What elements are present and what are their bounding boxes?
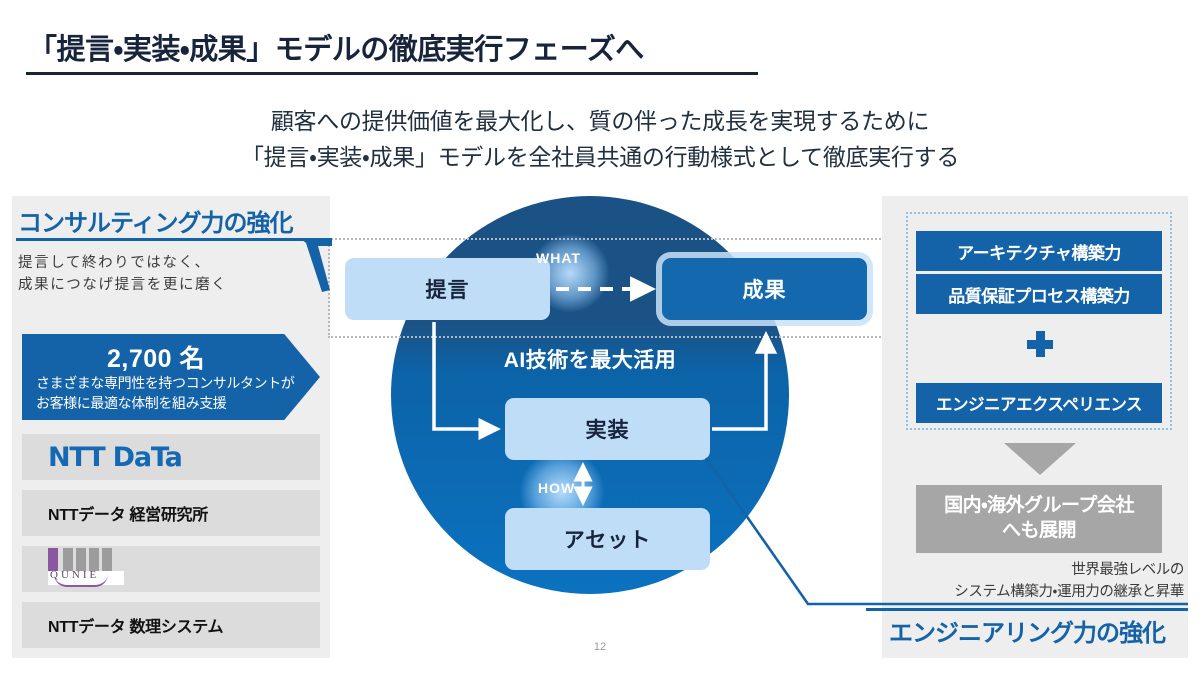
deploy-line-2: へも展開 [1001, 520, 1077, 541]
qunie-bar-4 [89, 548, 99, 582]
node-teigen[interactable]: 提言 [345, 258, 550, 320]
logo-row-keiei-kenkyujo: NTTデータ 経営研究所 [22, 490, 320, 536]
keyword-how: HOW [538, 480, 576, 496]
banner-desc-line-1: さまざまな専門性を持つコンサルタントが [36, 375, 295, 391]
left-panel-heading: コンサルティング力の強化 [18, 210, 294, 237]
page-title: 「提言・実装・成果」モデルの徹底実行フェーズへ [28, 34, 644, 66]
right-panel-note: 世界最強レベルの システム構築力・運用力の継承と昇華 [888, 560, 1190, 604]
ai-usage-label: AI技術を最大活用 [503, 349, 677, 372]
logo-label-keiei-kenkyujo: NTTデータ 経営研究所 [48, 507, 208, 524]
logo-row-suuri-system: NTTデータ 数理システム [22, 602, 320, 648]
right-panel-heading: エンジニアリング力の強化 [889, 620, 1166, 647]
capability-engineer-experience: エンジニアエクスペリエンス [916, 383, 1162, 423]
banner-desc-line-2: お客様に最適な体制を組み支援 [36, 394, 227, 411]
title-underline [26, 72, 758, 75]
right-heading-underline [866, 608, 1188, 611]
qunie-logo: QUNIE [48, 548, 124, 589]
logo-label-suuri-system: NTTデータ 数理システム [48, 619, 224, 636]
qunie-bar-5 [102, 548, 112, 582]
nttdata-wordmark-logo: NTT DaTa [48, 441, 183, 473]
subtitle-line-2: 「提言・実装・成果」モデルを全社員共通の行動様式として徹底実行する [240, 143, 960, 170]
capability-quality-assurance: 品質保証プロセス構築力 [916, 274, 1162, 314]
plus-icon [1027, 331, 1053, 357]
node-asset[interactable]: アセット [505, 508, 710, 570]
left-heading-underline [16, 238, 328, 241]
consultant-count-banner: 2,700 名 さまざまな専門性を持つコンサルタントが お客様に最適な体制を組み… [22, 334, 320, 420]
banner-arrow-shape [22, 334, 320, 420]
group-deployment-box: 国内・海外グループ会社 へも展開 [916, 485, 1162, 553]
qunie-swoosh-icon [54, 574, 108, 587]
right-note-line-2: システム構築力・運用力の継承と昇華 [954, 583, 1184, 600]
logo-row-nttdata: NTT DaTa [22, 434, 320, 480]
node-seika[interactable]: 成果 [662, 258, 867, 320]
page-number: 12 [593, 641, 607, 653]
right-note-line-1: 世界最強レベルの [1071, 562, 1184, 578]
subtitle-line-1: 顧客への提供価値を最大化し、質の伴った成長を実現するために [270, 108, 930, 134]
keyword-what: WHAT [536, 250, 581, 266]
logo-row-qunie: QUNIE [22, 546, 320, 592]
capability-architecture: アーキテクチャ構築力 [916, 231, 1162, 271]
left-panel-note: 提言して終わりではなく、 成果につなげ提言を更に磨く [18, 252, 308, 297]
left-note-line-1: 提言して終わりではなく、 [18, 255, 211, 271]
node-jisso[interactable]: 実装 [505, 398, 710, 460]
slide-subtitle: 顧客への提供価値を最大化し、質の伴った成長を実現するために 「提言・実装・成果」… [0, 104, 1200, 175]
left-note-line-2: 成果につなげ提言を更に磨く [18, 277, 228, 294]
qunie-bar-3 [76, 548, 86, 582]
consultant-count-description: さまざまな専門性を持つコンサルタントが お客様に最適な体制を組み支援 [36, 374, 298, 414]
qunie-bar-1 [48, 548, 58, 582]
capability-dashed-box [906, 212, 1172, 430]
deploy-line-1: 国内・海外グループ会社 [944, 495, 1134, 517]
plus-icon-vertical-bar [1036, 331, 1045, 357]
consultant-count-value: 2,700 名 [106, 345, 205, 373]
qunie-bar-2 [63, 548, 73, 582]
